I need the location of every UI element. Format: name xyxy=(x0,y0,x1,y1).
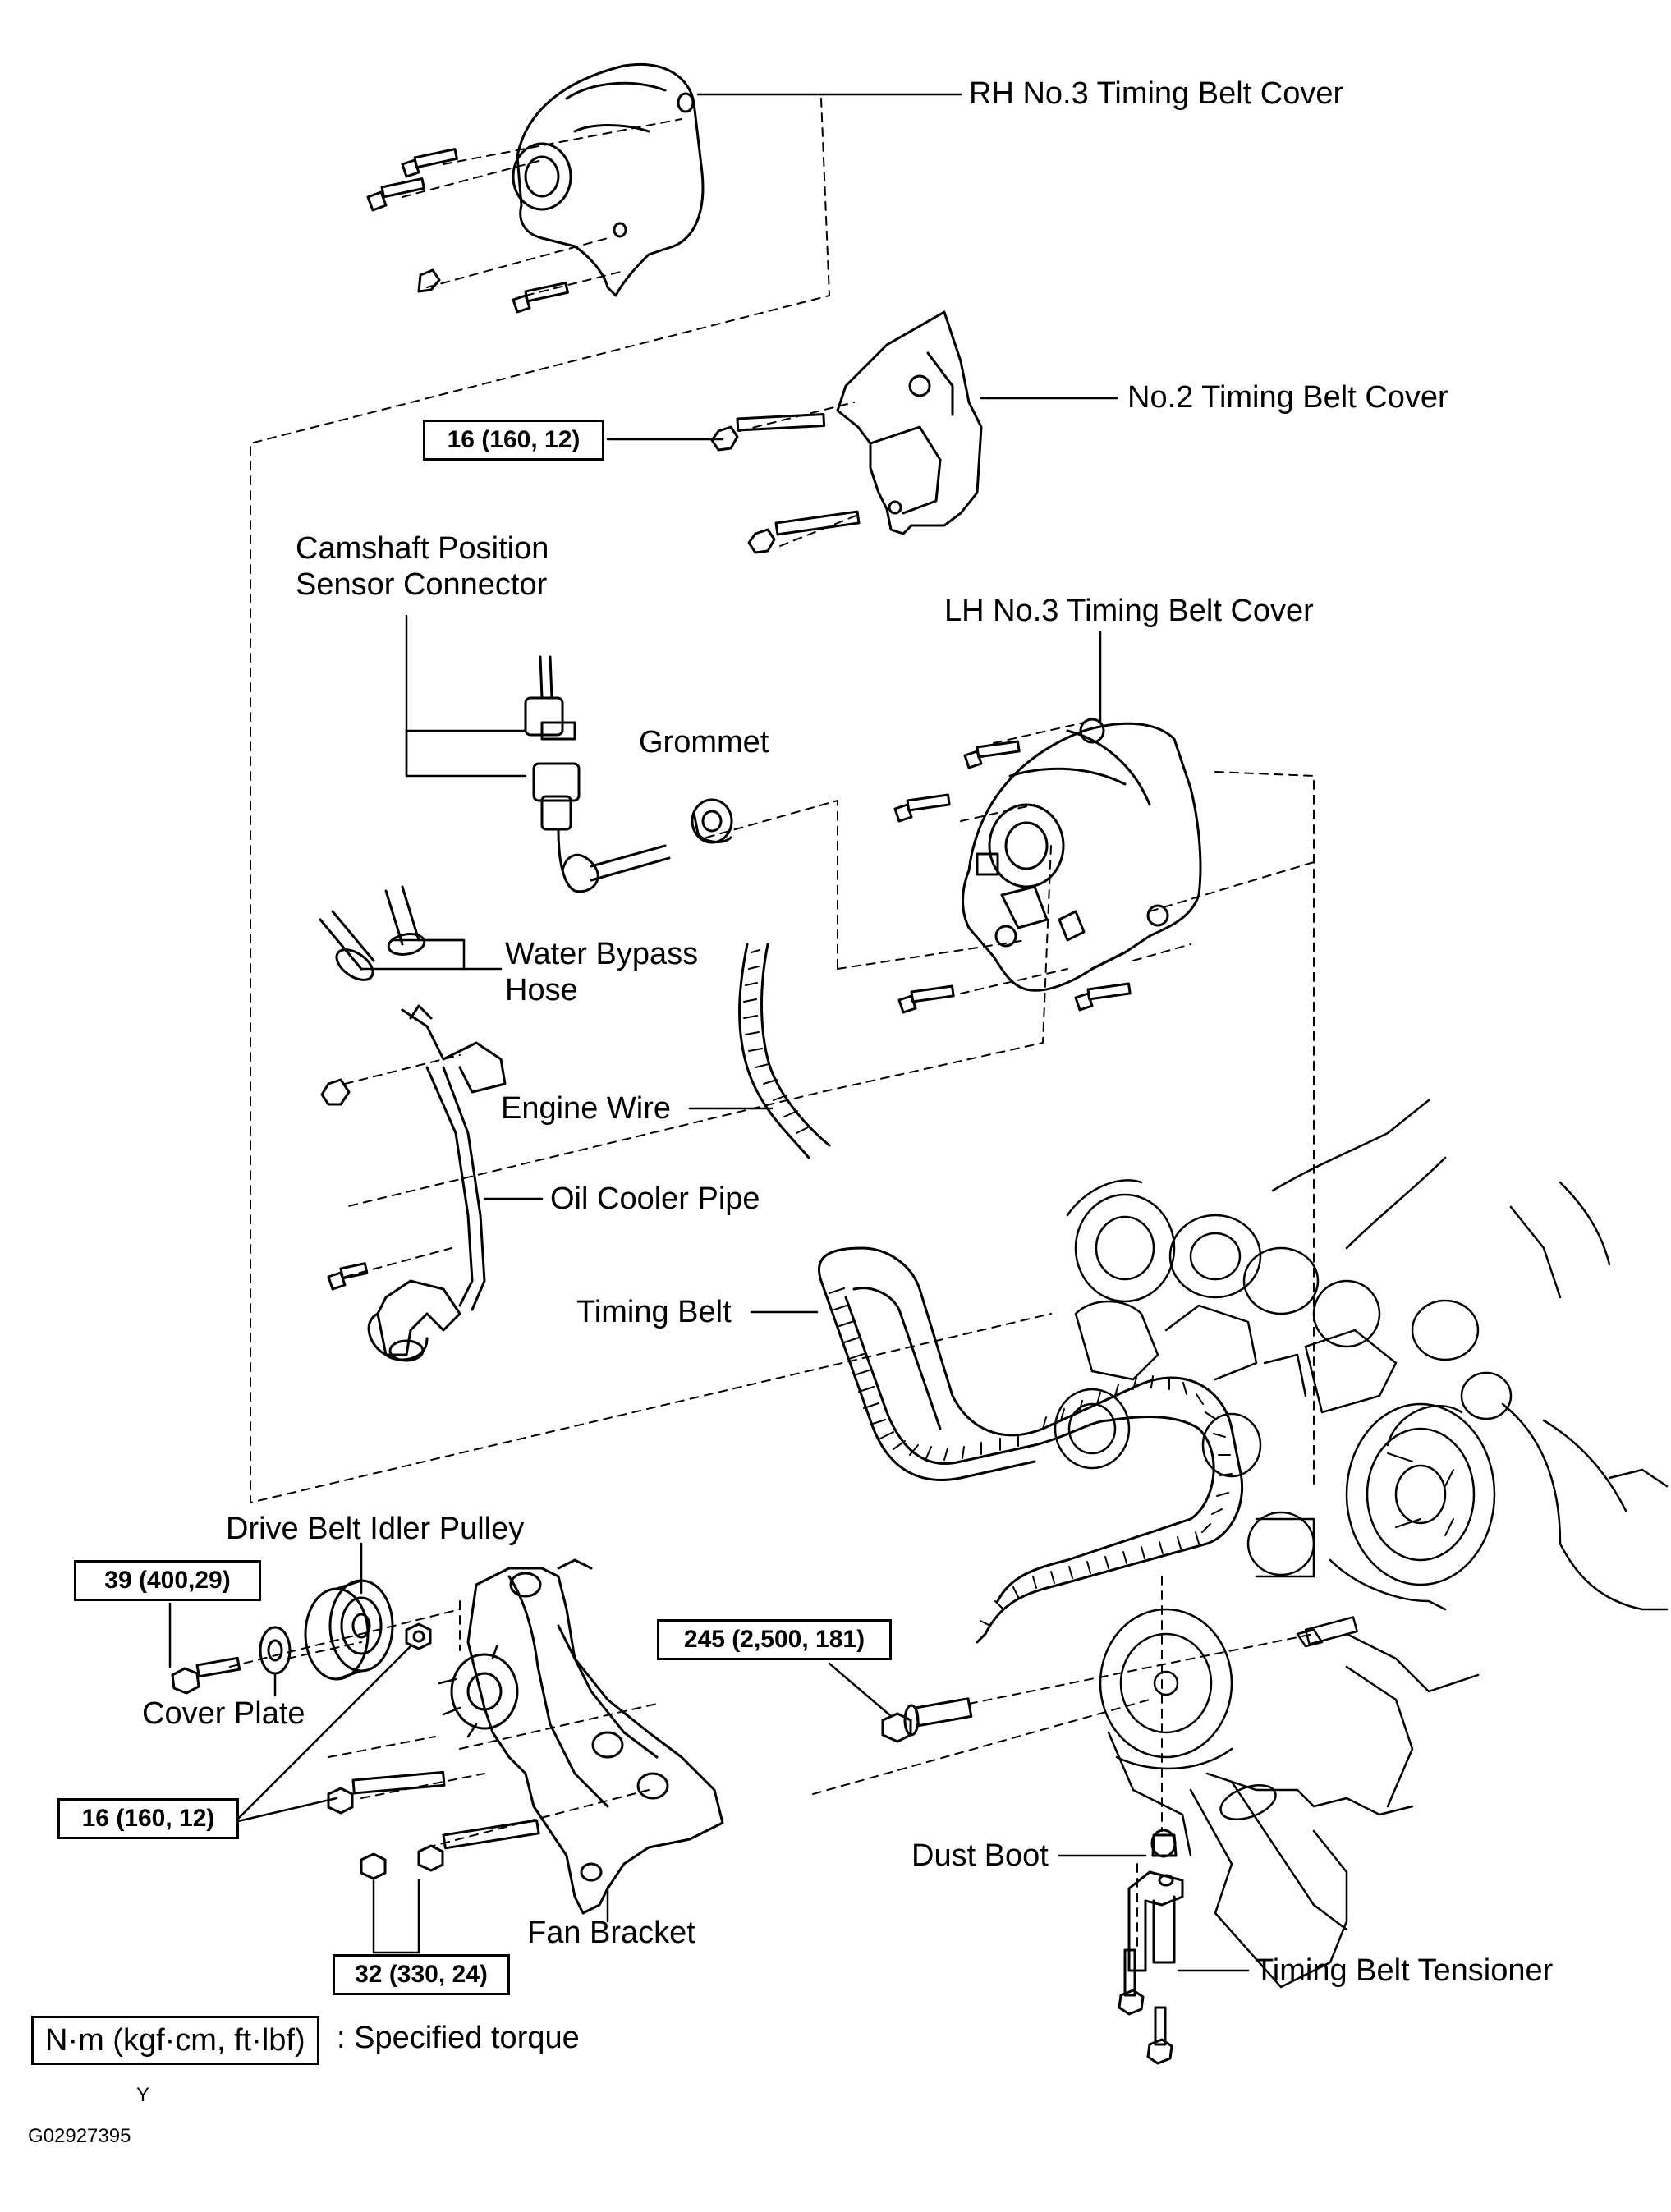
timing-belt-part xyxy=(818,1246,1244,1644)
label-timing-belt-tensioner: Timing Belt Tensioner xyxy=(1255,1953,1554,1988)
footer-mark: Y xyxy=(136,2084,150,2106)
torque-crankshaft-pulley-bolt: 245 (2,500, 181) xyxy=(657,1619,892,1660)
crankshaft-pulley-bolt-part xyxy=(881,1697,973,1743)
figure-id: G02927395 xyxy=(28,2125,131,2147)
idler-pulley-part xyxy=(171,1579,432,1695)
label-engine-wire: Engine Wire xyxy=(501,1091,671,1126)
grommet-part xyxy=(691,798,733,844)
label-rh-no3-timing-belt-cover: RH No.3 Timing Belt Cover xyxy=(969,76,1344,111)
label-dust-boot: Dust Boot xyxy=(911,1838,1049,1873)
torque-idler-pulley-bolt: 39 (400,29) xyxy=(74,1560,261,1601)
tensioner-part xyxy=(1118,1829,1184,2065)
engine-block-part xyxy=(1054,1099,1669,1989)
legend-units-box: N·m (kgf·cm, ft·lbf) xyxy=(31,2016,319,2065)
lh-cover-bolts xyxy=(893,740,1132,1014)
legend-meaning: : Specified torque xyxy=(337,2021,580,2055)
label-grommet: Grommet xyxy=(639,725,769,760)
camshaft-sensor-connector-part xyxy=(524,655,671,893)
label-camshaft-position-sensor-connector: Camshaft Position Sensor Connector xyxy=(296,531,549,602)
torque-no2-cover-bolt: 16 (160, 12) xyxy=(423,420,604,461)
label-cover-plate: Cover Plate xyxy=(142,1696,305,1731)
no2-timing-belt-cover-part xyxy=(710,310,983,554)
oil-cooler-pipe-part xyxy=(320,1004,507,1362)
torque-fan-bracket-bolt: 16 (160, 12) xyxy=(57,1798,239,1839)
fan-bracket-bolts xyxy=(327,1770,540,1880)
rh-cover-bolts xyxy=(366,148,569,314)
torque-fan-bracket-nut: 32 (330, 24) xyxy=(333,1954,510,1995)
dashed-guide-lines xyxy=(229,98,1315,1947)
engine-wire-part xyxy=(738,943,831,1159)
lh-no3-timing-belt-cover-part xyxy=(962,718,1202,992)
fan-bracket-part xyxy=(438,1558,724,1915)
water-bypass-hose-part xyxy=(319,885,426,981)
label-fan-bracket: Fan Bracket xyxy=(527,1916,695,1950)
label-water-bypass-hose: Water Bypass Hose xyxy=(505,937,699,1007)
leader-lines xyxy=(168,93,1250,1972)
label-no2-timing-belt-cover: No.2 Timing Belt Cover xyxy=(1127,380,1448,415)
rh-no3-timing-belt-cover-part xyxy=(512,63,705,297)
label-oil-cooler-pipe: Oil Cooler Pipe xyxy=(550,1182,760,1216)
label-timing-belt: Timing Belt xyxy=(576,1295,732,1329)
label-drive-belt-idler-pulley: Drive Belt Idler Pulley xyxy=(226,1512,525,1546)
label-lh-no3-timing-belt-cover: LH No.3 Timing Belt Cover xyxy=(944,594,1314,628)
